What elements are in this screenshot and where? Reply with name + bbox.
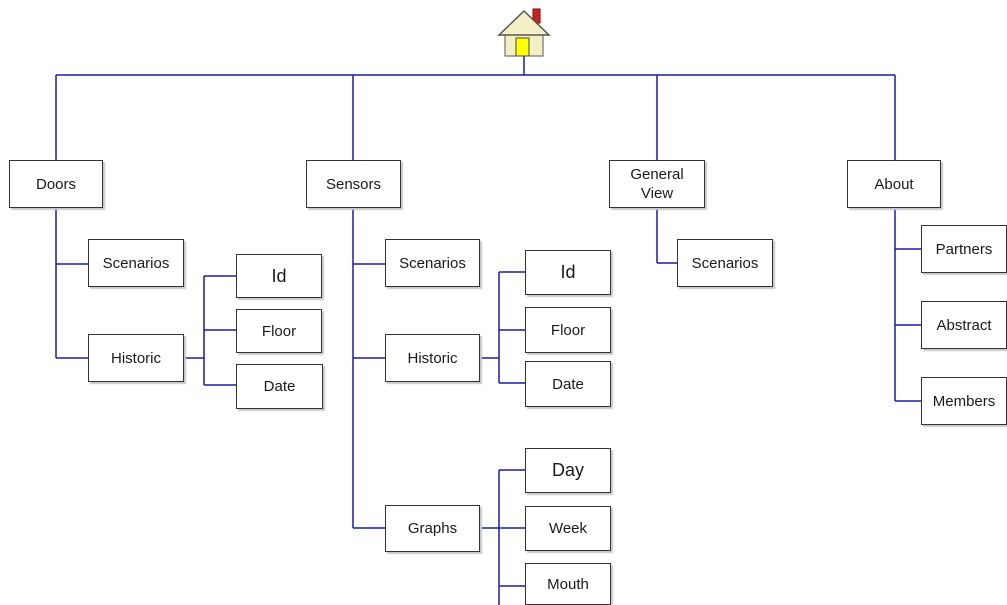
house-door (515, 37, 530, 57)
house-icon[interactable] (497, 8, 551, 57)
node-about[interactable]: About (847, 160, 941, 208)
node-doors-historic-date[interactable]: Date (236, 364, 323, 409)
node-doors-historic-id[interactable]: Id (236, 254, 322, 298)
node-about-abstract[interactable]: Abstract (921, 301, 1007, 349)
node-doors-historic[interactable]: Historic (88, 334, 184, 382)
node-sensors-historic-floor[interactable]: Floor (525, 307, 611, 353)
node-sensors[interactable]: Sensors (306, 160, 401, 208)
node-doors[interactable]: Doors (9, 160, 103, 208)
node-sensors-historic-id[interactable]: Id (525, 250, 611, 295)
node-sensors-graphs-week[interactable]: Week (525, 506, 611, 551)
node-sensors-scenarios[interactable]: Scenarios (385, 239, 480, 287)
node-about-partners[interactable]: Partners (921, 225, 1007, 273)
node-doors-scenarios[interactable]: Scenarios (88, 239, 184, 287)
node-sensors-historic-date[interactable]: Date (525, 361, 611, 407)
house-roof (497, 9, 551, 36)
node-sensors-graphs-day[interactable]: Day (525, 448, 611, 493)
node-sensors-graphs-mouth[interactable]: Mouth (525, 563, 611, 605)
node-doors-historic-floor[interactable]: Floor (236, 309, 322, 353)
node-sensors-historic[interactable]: Historic (385, 334, 480, 382)
node-about-members[interactable]: Members (921, 377, 1007, 425)
node-general-view[interactable]: General View (609, 160, 705, 208)
node-sensors-graphs[interactable]: Graphs (385, 505, 480, 552)
node-general-view-scenarios[interactable]: Scenarios (677, 239, 773, 287)
